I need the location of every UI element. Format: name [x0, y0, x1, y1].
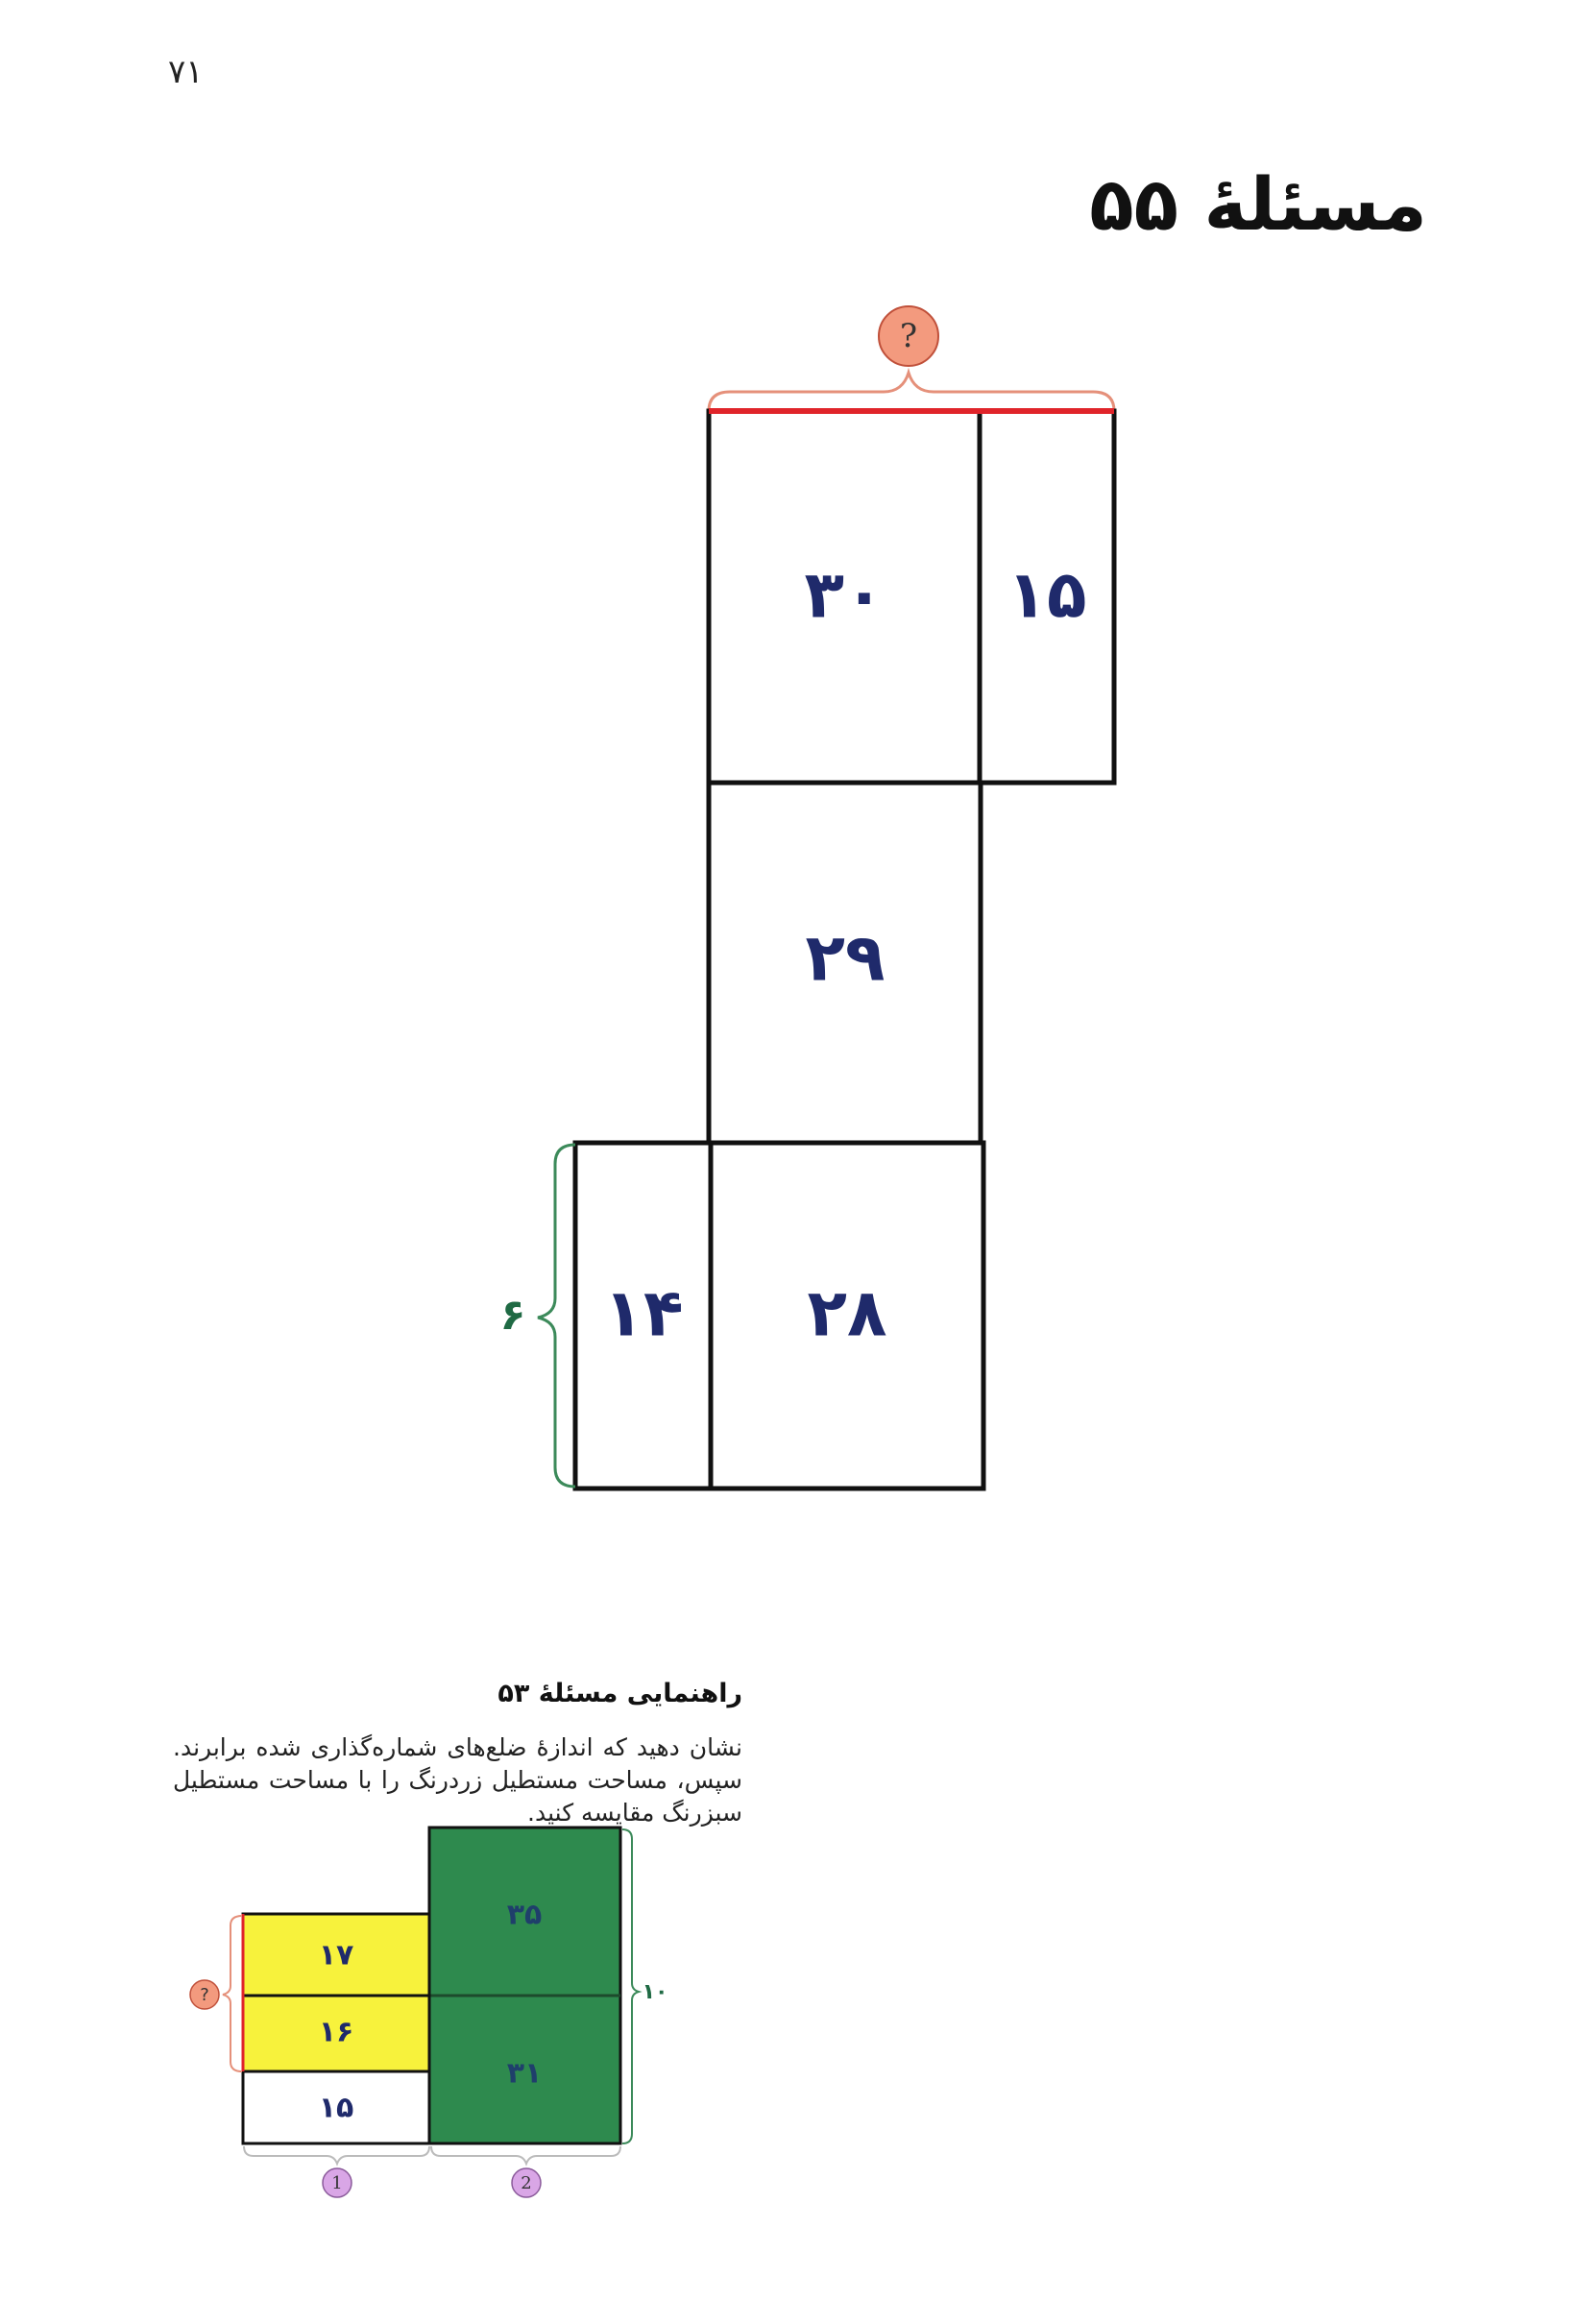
side-label: ۶ — [500, 1291, 526, 1340]
page-number: ۷۱ — [168, 53, 204, 91]
marker-1-circle — [322, 2167, 352, 2198]
label-green-top: ۳۵ — [507, 1899, 543, 1932]
question-circle — [878, 305, 939, 367]
white-cell — [241, 2070, 431, 2145]
page-title: مسئلهٔ ۵۵ — [1089, 161, 1427, 247]
brace-1 — [243, 2145, 430, 2167]
hint-title: راهنمایی مسئلهٔ ۵۳ — [497, 1679, 742, 1708]
yellow-bottom — [241, 1994, 431, 2073]
cell-label-top-right: ۱۵ — [1007, 558, 1086, 634]
hint-question-circle — [189, 1979, 220, 2010]
hint-text: نشان دهید که اندازهٔ ضلع‌های شماره‌گذاری… — [173, 1733, 742, 1827]
cell-label-top-left: ۳۰ — [804, 558, 884, 634]
question-label: ? — [900, 317, 917, 355]
cell-bottom-right — [708, 1140, 986, 1491]
marker-2-circle — [511, 2167, 542, 2198]
label-yellow-bottom: ۱۶ — [319, 2016, 354, 2049]
hint-side-label: ۱۰ — [643, 1980, 668, 2004]
marker-1-label: 1 — [331, 2173, 342, 2193]
top-brace — [707, 367, 1116, 412]
cell-label-bottom-right: ۲۸ — [807, 1276, 886, 1352]
label-green-bottom: ۳۱ — [507, 2057, 543, 2091]
label-yellow-top: ۱۷ — [319, 1939, 354, 1973]
label-white: ۱۵ — [319, 2092, 354, 2125]
hint-left-brace — [222, 1915, 243, 2072]
marker-2-label: 2 — [521, 2173, 531, 2193]
brace-2 — [430, 2145, 621, 2167]
cell-label-middle: ۲۹ — [805, 921, 885, 997]
green-rectangle — [427, 1826, 622, 2145]
left-brace — [537, 1143, 576, 1489]
hint-right-brace — [621, 1828, 643, 2144]
cell-label-bottom-left: ۱۴ — [603, 1276, 683, 1352]
hint-question-label: ? — [200, 1985, 209, 2005]
